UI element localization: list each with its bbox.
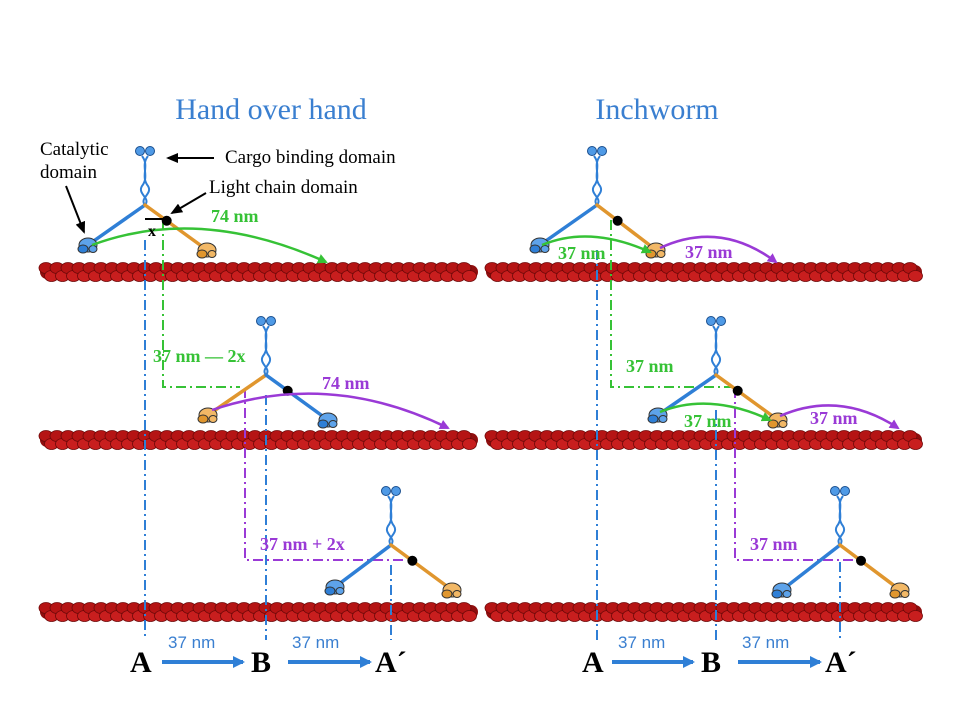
pos-b-left: B xyxy=(251,646,271,679)
motor-head-right xyxy=(196,242,217,259)
label-cargo: Cargo binding domain xyxy=(225,147,396,168)
motor-head-left xyxy=(77,237,98,254)
inch-trail1-arrow xyxy=(659,235,778,264)
light-chain-dot xyxy=(161,215,172,226)
axis-step-left-2: 37 nm xyxy=(292,633,339,652)
lever-arm-left xyxy=(86,203,147,247)
actin-left-row1 xyxy=(38,262,478,282)
inch-trail1-label: 37 nm xyxy=(685,242,733,262)
hoh-shift2-label: 37 nm + 2x xyxy=(260,534,345,554)
myosin-inch-2 xyxy=(647,316,788,429)
hoh-step1-arrow xyxy=(91,227,328,264)
motor-head-right xyxy=(767,412,788,429)
light-chain-dot xyxy=(856,555,866,566)
domain-callouts: Catalytic domain Cargo binding domain Li… xyxy=(40,139,396,240)
motor-head-left xyxy=(771,582,792,599)
cargo-binding-domain xyxy=(706,316,716,326)
light-chain-dot xyxy=(732,385,743,396)
pos-a-left: A xyxy=(130,646,152,679)
motor-head-right xyxy=(889,582,910,599)
lever-arm-left xyxy=(333,543,393,589)
inch-trail2-label: 37 nm xyxy=(810,408,858,428)
step-arrows xyxy=(91,227,900,430)
light-chain-dot xyxy=(612,215,623,226)
actin-right-row1 xyxy=(484,262,923,282)
actin-right-row2 xyxy=(484,430,923,450)
lever-arm-right xyxy=(389,543,454,592)
light-chain-dot xyxy=(407,555,418,566)
inch-trail2-arrow xyxy=(779,404,900,430)
motor-head-left xyxy=(324,579,345,596)
axis-step-right-1: 37 nm xyxy=(618,633,665,652)
cargo-binding-domain xyxy=(381,486,391,496)
actin-right-row3 xyxy=(484,602,923,622)
reference-lines xyxy=(144,220,858,640)
myosin-inch-3 xyxy=(771,486,910,599)
cargo-binding-domain xyxy=(256,316,266,326)
pos-a-right: A xyxy=(582,646,604,679)
lever-arm-left xyxy=(538,203,599,247)
motor-head-left xyxy=(529,237,550,254)
pos-a-prime-right: A´ xyxy=(825,646,857,679)
position-axis-left: A 37 nm B 37 nm A´ xyxy=(130,633,407,679)
inch-lead1-arrow xyxy=(541,235,652,254)
actin-left-row3 xyxy=(38,602,478,622)
lever-arm-left xyxy=(780,543,842,592)
actin-left-row2 xyxy=(38,430,478,450)
title-hand-over-hand: Hand over hand xyxy=(175,93,367,126)
lever-arm-right xyxy=(838,543,902,592)
inch-lead2-arrow xyxy=(659,402,772,422)
inch-lead1-label: 37 nm xyxy=(558,243,606,263)
label-catalytic-1: Catalytic xyxy=(40,139,109,160)
position-axis-right: A 37 nm B 37 nm A´ xyxy=(582,633,857,679)
pos-b-right: B xyxy=(701,646,721,679)
hoh-shift1-label: 37 nm — 2x xyxy=(153,346,246,366)
inch-lead2-label: 37 nm xyxy=(684,411,732,431)
myosin-hoh-3 xyxy=(324,486,462,599)
lever-arm-right xyxy=(595,203,658,252)
inch-shift2-label: 37 nm xyxy=(750,534,798,554)
lever-arm-right xyxy=(264,373,330,422)
hoh-step2-arrow xyxy=(211,392,450,430)
motor-head-right xyxy=(317,412,338,429)
cargo-binding-domain xyxy=(135,146,145,156)
distance-labels: 74 nm 37 nm — 2x 74 nm 37 nm + 2x 37 nm … xyxy=(153,206,858,554)
motor-head-right xyxy=(441,582,462,599)
actin-filaments xyxy=(38,262,923,622)
label-light-chain: Light chain domain xyxy=(209,177,358,198)
axis-step-left-1: 37 nm xyxy=(168,633,215,652)
title-inchworm: Inchworm xyxy=(595,93,718,126)
pos-a-prime-left: A´ xyxy=(375,646,407,679)
hoh-step2-label: 74 nm xyxy=(322,373,370,393)
axis-step-right-2: 37 nm xyxy=(742,633,789,652)
motor-head-left xyxy=(647,407,668,424)
hoh-step1-label: 74 nm xyxy=(211,206,259,226)
label-catalytic-2: domain xyxy=(40,162,97,183)
myosin-hoh-1 xyxy=(77,146,217,259)
inch-shift1-label: 37 nm xyxy=(626,356,674,376)
cargo-binding-domain xyxy=(587,146,597,156)
myosin-hoh-2 xyxy=(197,316,338,429)
cargo-binding-domain xyxy=(830,486,840,496)
motor-head-left xyxy=(197,407,218,424)
myosin-inch-1 xyxy=(529,146,666,259)
label-x: x xyxy=(148,223,156,240)
